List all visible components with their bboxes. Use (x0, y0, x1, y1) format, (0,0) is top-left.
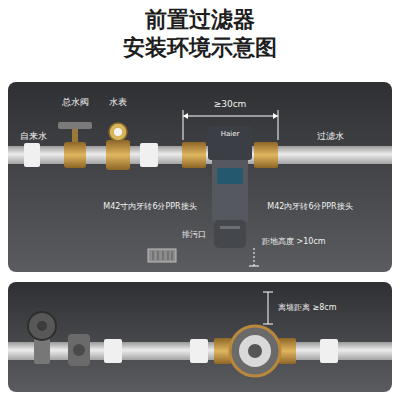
callout-label: 自来水 (20, 131, 47, 142)
main-valve (58, 122, 92, 168)
callout-label: 过滤水 (317, 131, 344, 142)
water-meter (106, 123, 130, 170)
wall-distance-dimension (263, 292, 273, 293)
prefilter (220, 226, 240, 229)
pipe-fitting (104, 339, 122, 363)
valve-body (68, 334, 90, 366)
callout-label: Haier (221, 130, 240, 138)
dimension-line (183, 110, 278, 140)
callout-label: M42内牙转6分PPR接头 (267, 202, 352, 212)
valve-handle (28, 312, 56, 340)
prefilter-top-view (230, 326, 280, 376)
valve-body (68, 334, 90, 366)
dimension-line (278, 110, 279, 140)
pipe-fitting (140, 143, 158, 167)
prefilter (217, 168, 243, 184)
inlet-fitting (24, 143, 40, 167)
wall-distance-dimension (263, 292, 273, 324)
wall-distance-dimension (263, 324, 273, 325)
top-panel (8, 82, 392, 272)
main-valve (58, 122, 92, 129)
drain-grate (148, 249, 176, 262)
prefilter (214, 220, 246, 248)
height-dimension (249, 266, 259, 267)
prefilter (208, 126, 252, 248)
water-meter (106, 140, 130, 170)
bottom-panel (8, 282, 392, 392)
inlet-fitting (24, 143, 40, 167)
pipe-fitting (320, 339, 338, 363)
prefilter-top-view (230, 326, 280, 376)
callout-label: ≥30cm (214, 99, 247, 110)
callout-label: 总水阀 (62, 97, 89, 108)
prefilter (212, 160, 248, 222)
bottom-panel (8, 282, 392, 392)
callout-label: 排污口 (182, 230, 206, 240)
main-valve (72, 128, 78, 144)
drain-grate (148, 249, 176, 262)
prefilter-top-view (248, 344, 262, 358)
pipe-fitting (140, 143, 158, 167)
brass-adapter (254, 142, 278, 168)
drain-grate (153, 251, 172, 260)
prefilter (208, 126, 252, 160)
callout-label: 水表 (109, 97, 127, 108)
top-panel (8, 82, 392, 272)
title: 前置过滤器 安装环境示意图 (100, 6, 300, 62)
dimension-line (183, 110, 184, 140)
height-dimension (249, 248, 259, 266)
pipe-fitting (190, 339, 208, 363)
callout-label: 离墙距离 ≥8cm (278, 303, 337, 313)
water-meter (114, 128, 122, 136)
callout-label: M42寸内牙转6分PPR接头 (103, 202, 196, 212)
water-meter (109, 123, 127, 141)
prefilter-top-view (239, 335, 271, 367)
dimension-line (183, 116, 278, 117)
valve-handle (34, 338, 50, 364)
height-dimension (254, 248, 255, 266)
valve-handle (28, 312, 56, 364)
valve-body (73, 344, 85, 356)
dimension-line (183, 113, 278, 119)
callout-label: 距地高度 >10cm (262, 237, 326, 247)
wall-distance-dimension (268, 292, 269, 324)
valve-handle (37, 321, 47, 331)
pipe-fitting (104, 339, 338, 363)
main-valve (64, 142, 86, 168)
brass-adapter (182, 142, 206, 168)
